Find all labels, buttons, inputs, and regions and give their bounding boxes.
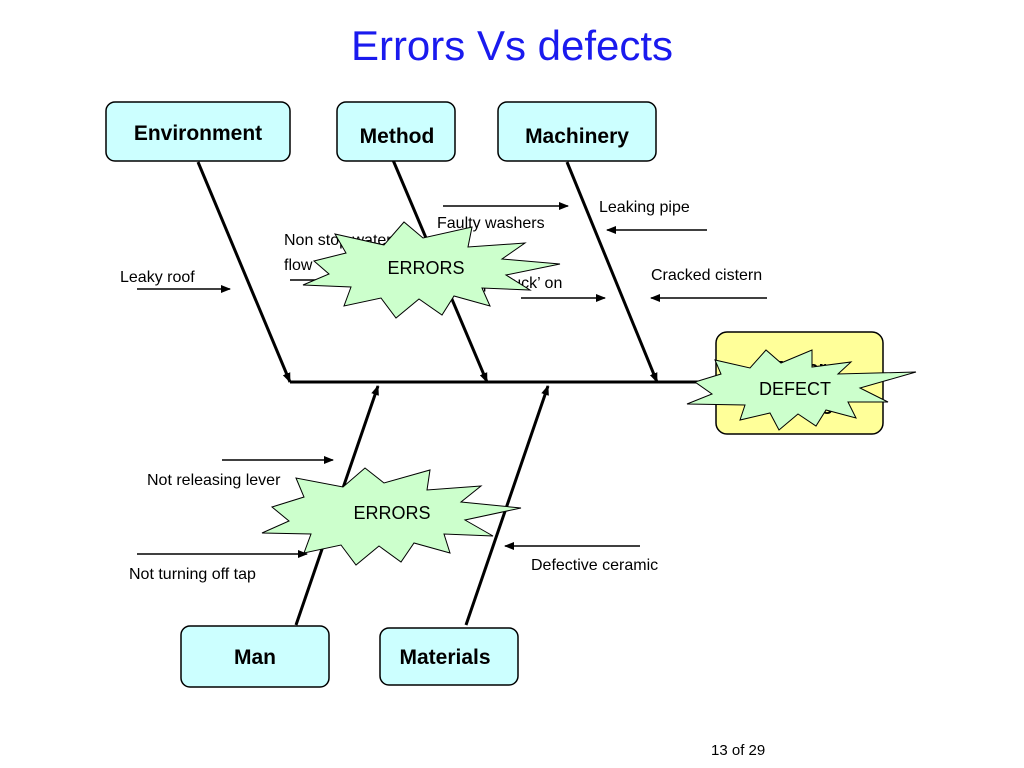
cause-leaky-roof: Leaky roof [120, 269, 195, 286]
slide-title: Errors Vs defects [350, 22, 674, 69]
category-environment: Environment [105, 101, 291, 162]
cause-defective-ceramic: Defective ceramic [531, 557, 658, 574]
errors-burst-bottom-label: ERRORS [353, 503, 430, 523]
category-machinery: Machinery [497, 101, 657, 162]
category-machinery-label: Machinery [525, 125, 629, 148]
errors-burst-bottom: ERRORS [261, 467, 522, 566]
category-environment-label: Environment [134, 122, 262, 145]
cause-faulty-washers: Faulty washers [437, 215, 545, 232]
cause-leaking-pipe: Leaking pipe [599, 199, 690, 216]
category-man-label: Man [234, 646, 276, 669]
bone-environment [196, 161, 292, 383]
bone-materials [464, 385, 550, 626]
category-materials-label: Materials [399, 646, 490, 669]
defect-burst: DEFECT [686, 349, 917, 431]
page-number: 13 of 29 [711, 742, 766, 759]
cause-not-releasing-lever: Not releasing lever [147, 472, 281, 489]
category-materials: Materials [379, 627, 519, 686]
category-method-label: Method [360, 125, 435, 148]
category-man: Man [180, 625, 330, 688]
cause-cracked-cistern: Cracked cistern [651, 267, 762, 284]
cause-not-turning-off-tap: Not turning off tap [129, 566, 256, 583]
defect-burst-label: DEFECT [759, 379, 831, 399]
errors-burst-top-label: ERRORS [387, 258, 464, 278]
bone-machinery [565, 161, 659, 383]
category-method: Method [336, 101, 456, 162]
errors-burst-top: ERRORS [302, 221, 561, 319]
cause-non-stop-water-flow-line2: flow [284, 257, 313, 274]
